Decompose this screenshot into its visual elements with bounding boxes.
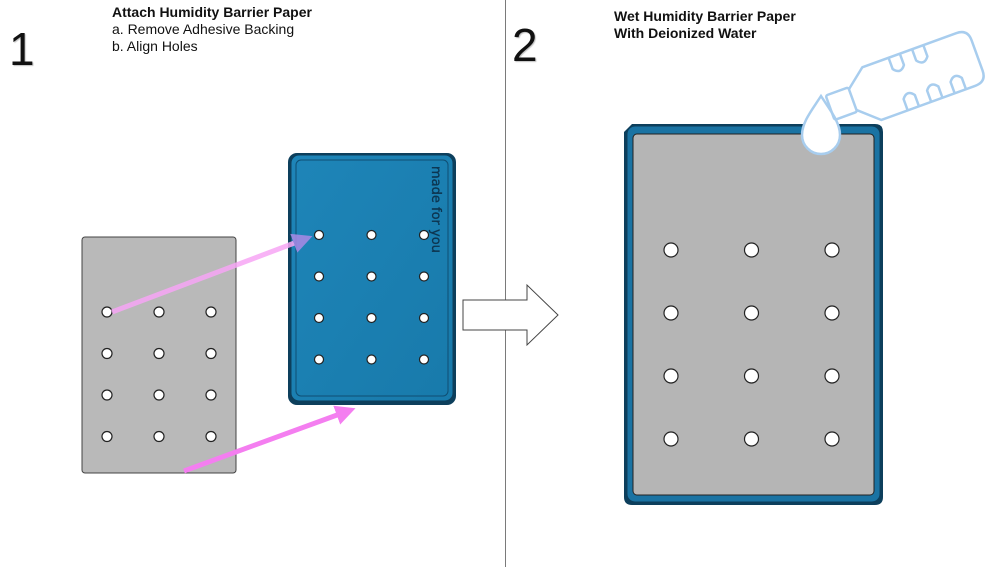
water-bottle-icon xyxy=(824,30,985,122)
wet-paper-hole xyxy=(743,242,760,258)
plate-hole-grid xyxy=(313,229,430,365)
plate-hole xyxy=(418,312,430,324)
plate-hole xyxy=(313,354,325,365)
alignment-arrow-bottom-icon xyxy=(183,405,356,474)
plate-hole xyxy=(366,271,377,282)
wet-paper-hole xyxy=(824,305,840,321)
wet-paper-hole xyxy=(743,305,760,321)
wet-paper-hole xyxy=(824,242,840,258)
paper-hole xyxy=(153,430,165,443)
alignment-arrow-icon xyxy=(111,233,313,315)
paper-hole xyxy=(101,389,113,401)
wetted-assembly xyxy=(624,124,883,505)
step-1-title: Attach Humidity Barrier Paper xyxy=(112,4,312,20)
paper-hole xyxy=(153,347,165,360)
step-divider xyxy=(505,0,506,567)
paper-hole xyxy=(153,306,165,318)
wet-paper-hole xyxy=(663,305,679,321)
barrier-paper xyxy=(81,236,237,474)
step-1-substep-b: b. Align Holes xyxy=(112,38,198,54)
right-arrow-icon xyxy=(462,283,559,347)
plate-hole xyxy=(366,312,377,324)
plate-hole xyxy=(418,271,430,282)
step-1-number: 1 xyxy=(9,23,35,75)
paper-hole xyxy=(205,430,217,443)
paper-hole xyxy=(153,389,165,401)
wet-paper-hole xyxy=(743,368,760,384)
paper-hole xyxy=(205,347,217,360)
step-1-instructions: Attach Humidity Barrier Paper a. Remove … xyxy=(112,4,312,55)
step-2-number: 2 xyxy=(512,19,538,71)
wet-paper-hole xyxy=(824,431,840,447)
plate-hole xyxy=(313,312,325,324)
step-2-instructions: Wet Humidity Barrier Paper With Deionize… xyxy=(614,8,796,42)
wet-paper-hole xyxy=(663,431,679,447)
plate-hole xyxy=(313,229,325,241)
plate-hole xyxy=(418,229,430,241)
paper-hole xyxy=(101,306,113,318)
plate-label: made for you xyxy=(428,166,443,253)
wet-paper-hole xyxy=(824,368,840,384)
plate-hole xyxy=(418,354,430,365)
paper-hole xyxy=(205,306,217,318)
paper-hole-grid xyxy=(101,306,217,443)
plate-hole xyxy=(313,271,325,282)
paper-hole xyxy=(101,430,113,443)
step-1-substep-a: a. Remove Adhesive Backing xyxy=(112,21,295,37)
wet-paper-hole xyxy=(663,368,679,384)
blue-plate: made for you xyxy=(288,153,456,405)
wet-paper-hole xyxy=(743,431,760,447)
plate-hole xyxy=(366,354,377,365)
wet-paper-hole xyxy=(663,242,679,258)
step-2-title-line-1: Wet Humidity Barrier Paper xyxy=(614,8,796,24)
paper-hole xyxy=(205,389,217,401)
plate-hole xyxy=(366,229,377,241)
water-drop-icon xyxy=(800,93,842,156)
paper-hole xyxy=(101,347,113,360)
wet-paper-hole-grid xyxy=(663,242,840,447)
step-2-title-line-2: With Deionized Water xyxy=(614,25,757,41)
